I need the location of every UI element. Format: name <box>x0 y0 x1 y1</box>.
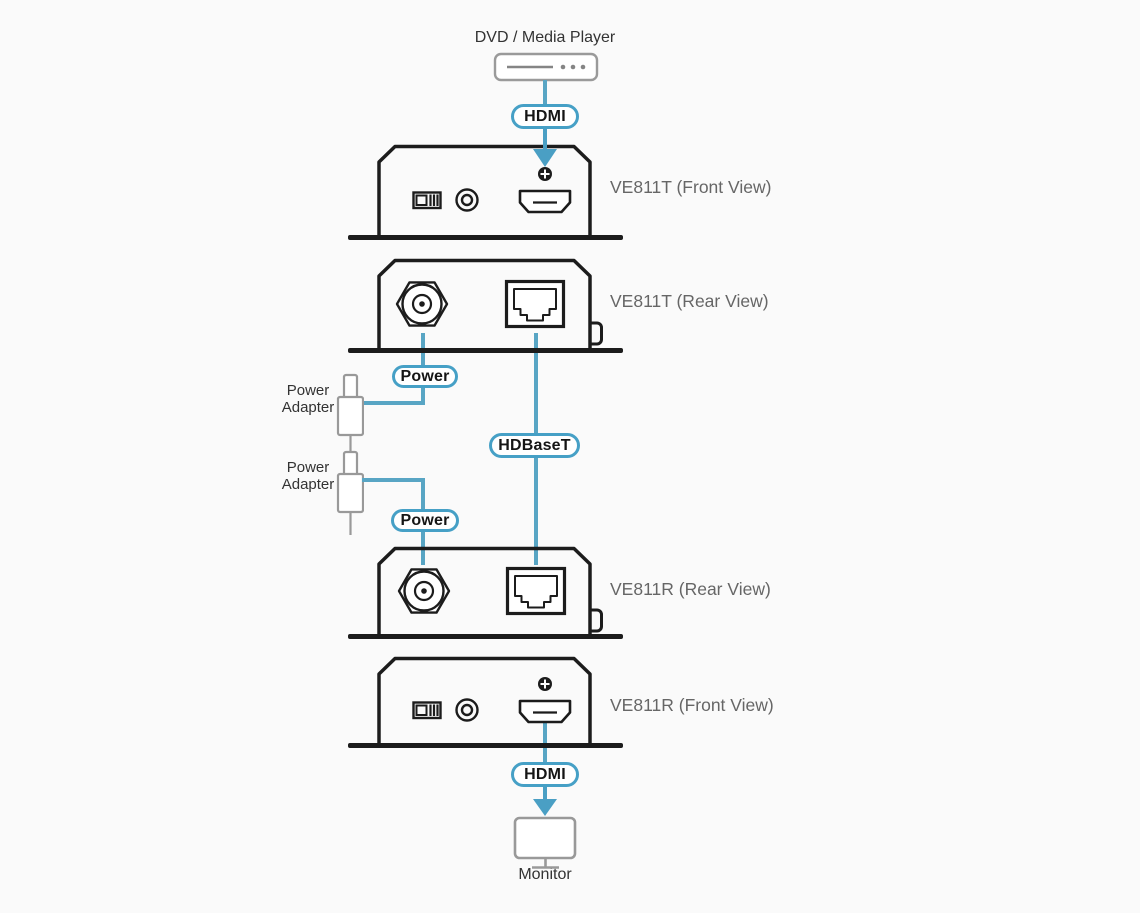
device-outline <box>377 656 592 746</box>
hdbaset-badge-label: HDBaseT <box>498 436 571 454</box>
device-outline <box>377 546 592 636</box>
power-adapter-label: Power Adapter <box>281 382 335 417</box>
power-badge-top-label: Power <box>400 367 450 385</box>
hdmi-badge-bottom-label: HDMI <box>524 765 566 783</box>
rj45-port-icon <box>505 566 567 616</box>
dvd-player-icon <box>493 52 599 82</box>
arrow-down-icon <box>533 787 557 816</box>
monitor-label: Monitor <box>518 866 572 883</box>
rj45-port-icon <box>504 279 566 329</box>
screw-icon <box>538 677 552 691</box>
power-cable-line <box>362 478 425 482</box>
monitor-icon <box>513 816 577 869</box>
hdmi-badge-top: HDMI <box>511 104 579 129</box>
dip-switch-icon <box>412 701 442 720</box>
power-adapter-label: Power Adapter <box>281 459 335 494</box>
ir-port-icon <box>455 698 479 722</box>
device-outline <box>377 258 592 349</box>
device-baseline <box>348 235 623 240</box>
device-tab <box>590 321 603 346</box>
hdmi-cable-line <box>543 80 547 107</box>
hdmi-badge-bottom: HDMI <box>511 762 579 787</box>
ve811t-front-device <box>377 144 592 236</box>
device-label-ve811t-front: VE811T (Front View) <box>610 177 772 197</box>
device-tab <box>590 608 603 633</box>
device-label-ve811r-front: VE811R (Front View) <box>610 695 774 715</box>
hdmi-port-icon <box>518 189 572 214</box>
power-badge-bottom-label: Power <box>400 511 450 529</box>
power-jack-icon <box>397 568 451 614</box>
source-device-label: DVD / Media Player <box>474 29 616 46</box>
device-baseline <box>348 743 623 748</box>
ve811r-rear-device <box>377 546 603 636</box>
device-label-ve811r-rear: VE811R (Rear View) <box>610 579 771 599</box>
hdmi-badge-top-label: HDMI <box>524 107 566 125</box>
device-outline <box>377 144 592 236</box>
ve811r-front-device <box>377 656 592 746</box>
power-jack-icon <box>395 281 449 327</box>
device-baseline <box>348 348 623 353</box>
power-adapter-icon <box>336 450 364 535</box>
ir-port-icon <box>455 188 479 212</box>
device-label-ve811t-rear: VE811T (Rear View) <box>610 291 769 311</box>
power-badge-top: Power <box>392 365 458 388</box>
hdmi-port-icon <box>518 699 572 724</box>
device-baseline <box>348 634 623 639</box>
hdbaset-badge: HDBaseT <box>489 433 580 458</box>
ve811t-rear-device <box>377 258 603 349</box>
arrow-down-icon <box>533 128 557 167</box>
power-adapter-icon <box>336 373 364 458</box>
power-badge-bottom: Power <box>391 509 459 532</box>
power-cable-line <box>362 401 425 405</box>
dip-switch-icon <box>412 191 442 210</box>
screw-icon <box>538 167 552 181</box>
